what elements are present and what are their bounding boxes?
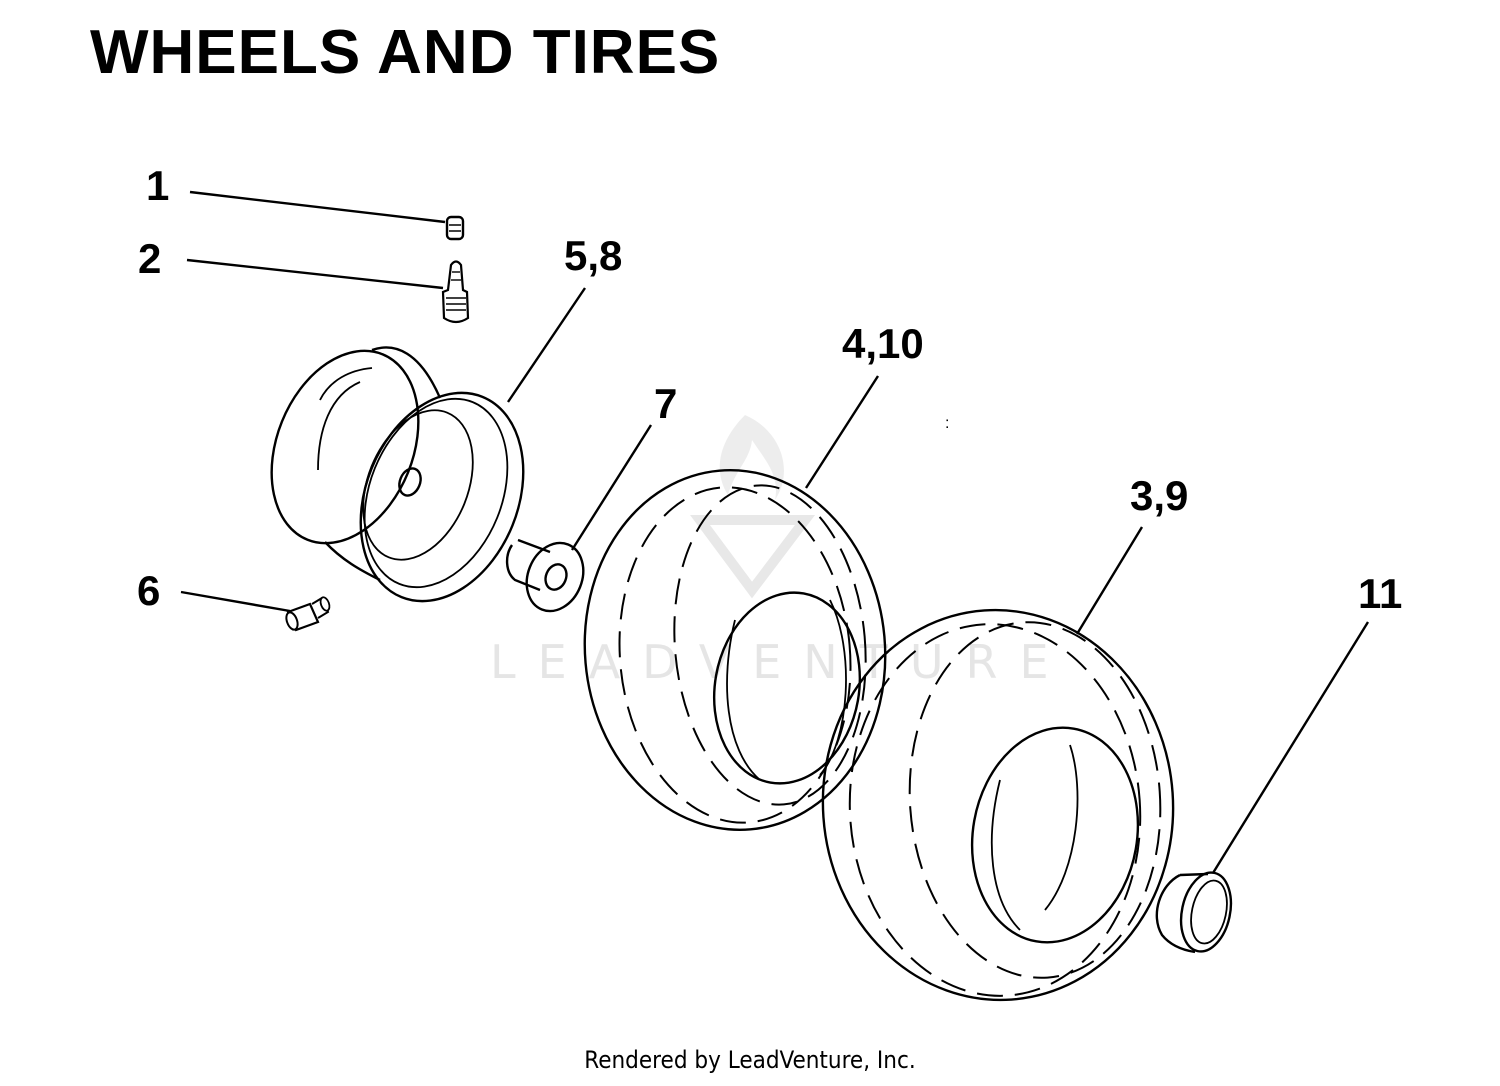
callout-11: 11 [1358,570,1402,617]
part-front-tire [583,469,887,831]
callout-3-9: 3,9 [1130,472,1188,519]
leader-line-3-9 [1075,526,1144,635]
leader-line-11 [1211,621,1370,874]
part-grease-fitting [285,596,331,632]
leader-line-6 [180,590,291,613]
v-logo-icon [690,515,816,599]
leader-line-5-8 [507,287,586,403]
callout-6: 6 [137,567,160,614]
watermark-text: LEADVENTURE [490,635,1071,689]
leader-line-7 [570,424,653,551]
render-credit-footer: Rendered by LeadVenture, Inc. [584,1046,916,1074]
part-valve-cap [445,215,465,241]
exploded-parts-diagram: LEADVENTURE [137,162,1402,1002]
callout-2: 2 [138,235,161,282]
callout-7: 7 [654,380,677,427]
part-bushing [505,538,585,613]
diagram-title: WHEELS AND TIRES [90,18,721,87]
part-hub-cap [1155,871,1233,954]
leader-line-4-10 [804,375,880,489]
callout-5-8: 5,8 [564,232,622,279]
callout-labels: 1 2 5,8 7 4,10 3,9 6 11 [137,162,1402,617]
stray-mark: : [945,415,949,432]
callout-1: 1 [146,162,169,209]
part-rear-tire [821,608,1175,1002]
part-wheel-rim [270,346,525,603]
leader-line-1 [189,190,446,224]
callout-4-10: 4,10 [842,320,924,367]
flame-logo-icon [719,415,784,500]
watermark: LEADVENTURE [490,415,1071,689]
part-valve-stem [441,260,470,324]
leader-line-2 [186,258,444,290]
leader-lines [180,190,1370,874]
